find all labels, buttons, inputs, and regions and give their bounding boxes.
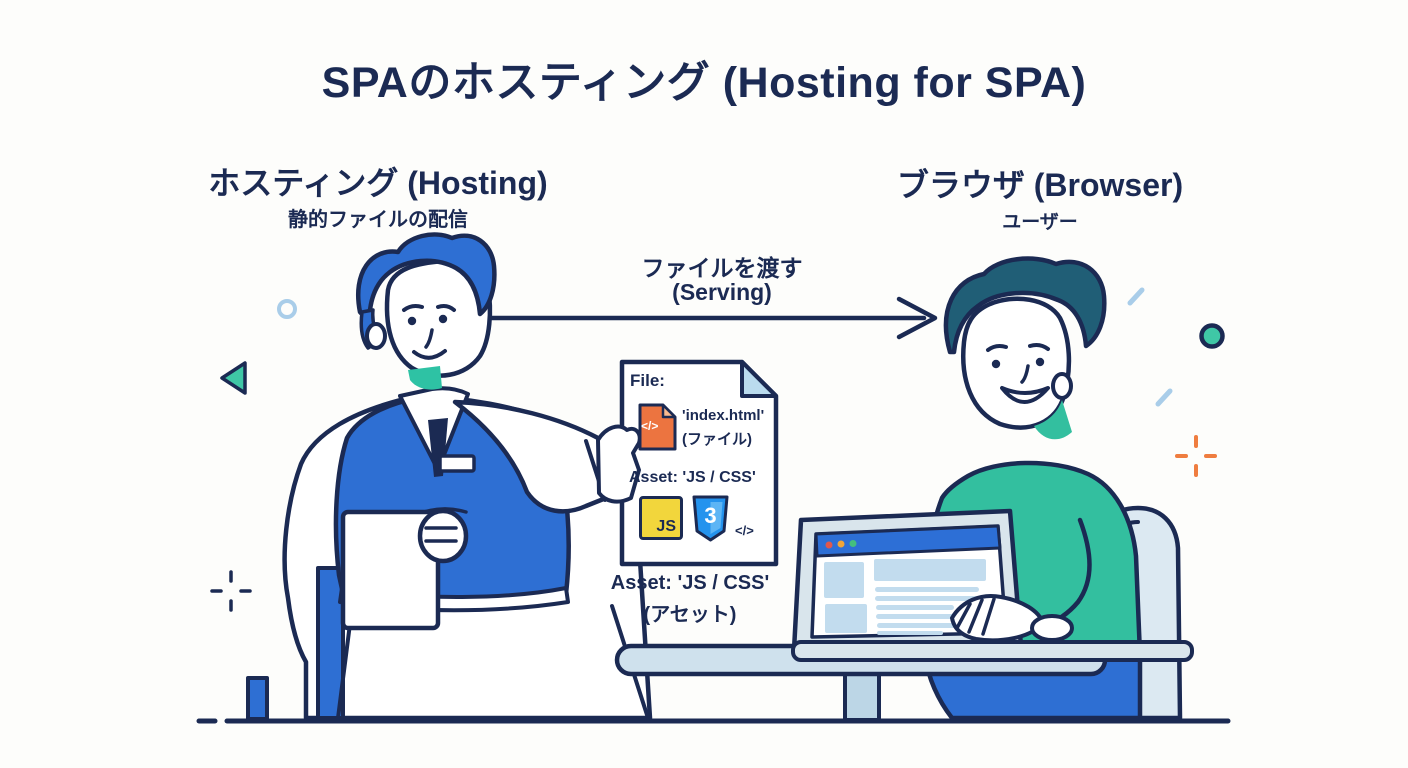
user-hand-left (1030, 614, 1074, 642)
serving-arrow-label-en: (Serving) (672, 279, 772, 305)
waiter-neck-scarf (408, 366, 442, 390)
waiter-nose (424, 328, 434, 349)
waiter-trouser-far (246, 676, 269, 721)
browser-titlebar (814, 524, 1002, 558)
laptop-base (791, 640, 1194, 662)
decor-navy-plus (210, 570, 252, 612)
desk-pedestal (843, 670, 881, 722)
user-smile (1000, 386, 1050, 404)
js-icon-glyph: JS (656, 518, 676, 535)
waiter-illustration (246, 232, 653, 721)
arrowhead-icon (896, 296, 938, 340)
decor-blue-dash-1 (1127, 287, 1145, 306)
waiter-fist-fingers (424, 526, 458, 543)
decor-teal-circle (1199, 323, 1225, 349)
waiter-brows (402, 304, 456, 312)
laptop-illustration (791, 508, 1194, 662)
browser-subheading: ユーザー (1002, 212, 1078, 233)
decor-teal-triangle (220, 361, 247, 395)
user-face (961, 296, 1072, 430)
decor-blue-dash-2 (1155, 388, 1173, 407)
asset-caption-line2: (アセット) (643, 604, 737, 626)
user-eye-right (1035, 357, 1045, 367)
file-card-fold (740, 360, 778, 398)
waiter-eye-left (407, 316, 417, 326)
decor-orange-plus (1175, 435, 1217, 477)
waiter-towel (340, 509, 441, 631)
serving-arrow-graphic (489, 296, 938, 340)
waiter-hair (356, 232, 497, 317)
asset-caption-line1: Asset: 'JS / CSS' (610, 572, 770, 594)
css-icon-glyph: 3 (704, 503, 717, 528)
browser-content-blocks (824, 559, 986, 635)
hosting-subheading: 静的ファイルの配信 (288, 209, 468, 231)
waiter-nametag (438, 454, 476, 473)
user-hair (943, 256, 1107, 355)
serving-arrow-label-ja: ファイルを渡す (641, 255, 803, 281)
traffic-dot-yellow (837, 540, 845, 548)
page-title: SPAのホスティング (Hosting for SPA) (321, 59, 1087, 107)
css-icon: 3 (691, 494, 730, 543)
decor-lightblue-ring (277, 299, 297, 319)
user-nose (1020, 364, 1030, 384)
browser-heading: ブラウザ (Browser) (896, 167, 1184, 203)
waiter-hand (596, 424, 642, 504)
hosting-heading: ホスティング (Hosting) (208, 165, 548, 201)
waiter-eye-right (438, 314, 448, 324)
user-ear-icon (1051, 372, 1073, 400)
waiter-ear-icon (365, 322, 387, 350)
user-collar-shade (1034, 400, 1072, 440)
waiter-smile (412, 349, 447, 360)
decorations (210, 287, 1225, 612)
traffic-dot-red (825, 541, 833, 549)
file-name-note: (ファイル) (682, 431, 752, 448)
traffic-dot-green (849, 540, 857, 547)
html-file-icon-glyph: </> (641, 419, 659, 433)
file-name: 'index.html' (682, 407, 765, 424)
waiter-trouser-left (316, 566, 345, 720)
user-hand-fingers (955, 597, 996, 636)
user-eye-left (991, 359, 1001, 369)
file-label: File: (630, 371, 665, 390)
asset-label: Asset: 'JS / CSS' (629, 469, 756, 486)
code-glyph: </> (735, 523, 754, 538)
html-file-icon: </> (637, 402, 678, 452)
waiter-pointing-arm (452, 399, 619, 514)
user-brows (986, 343, 1050, 352)
waiter-fist (417, 508, 469, 564)
js-icon: JS (639, 496, 683, 540)
